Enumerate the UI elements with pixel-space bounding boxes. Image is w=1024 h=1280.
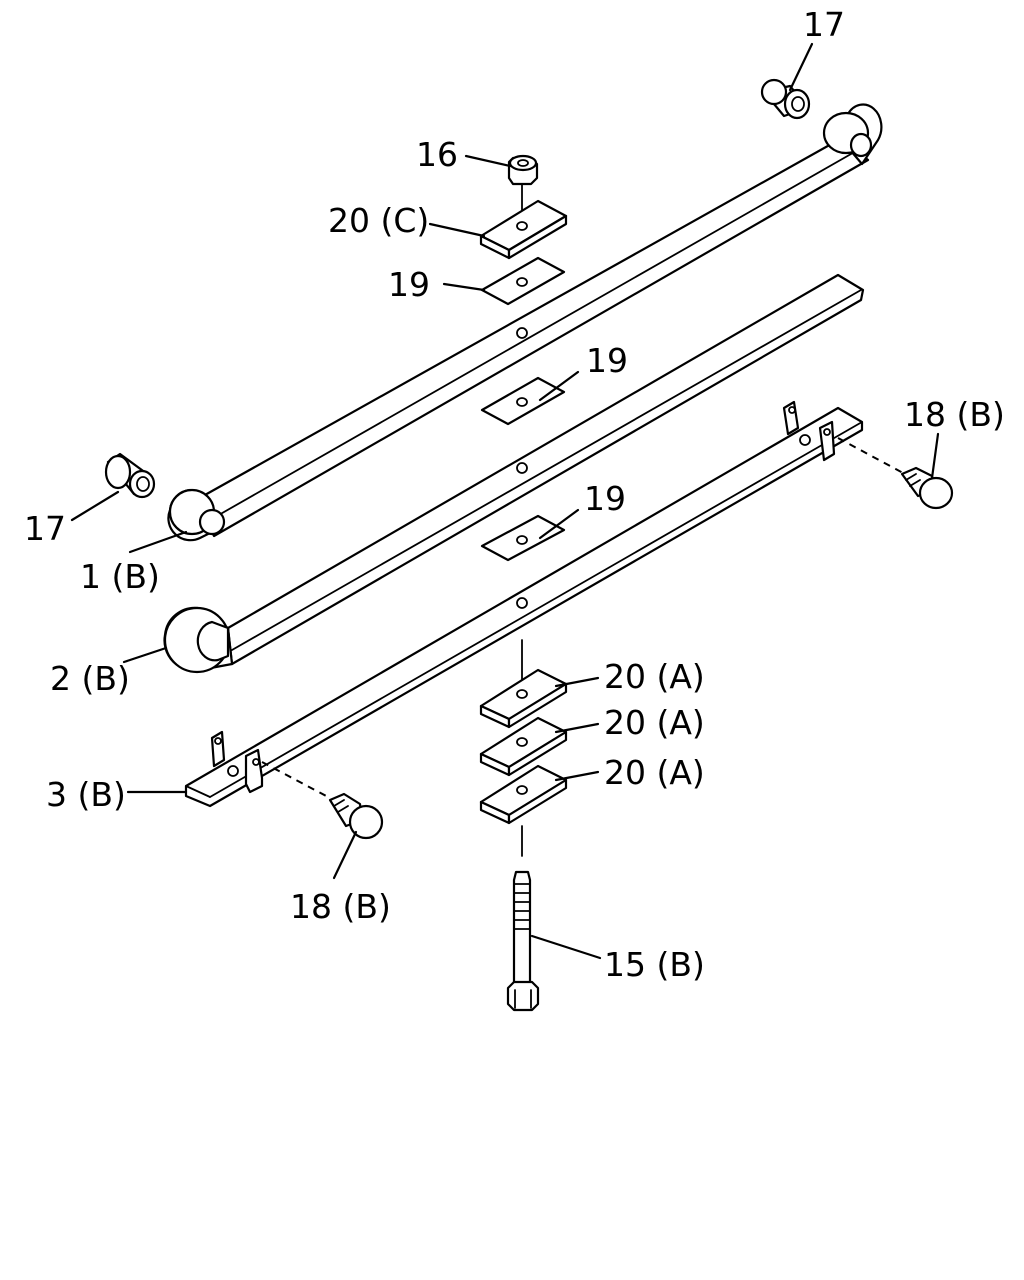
- callout-19-middle: 19: [586, 341, 628, 380]
- callout-3b: 3 (B): [46, 775, 126, 814]
- callout-20c: 20 (C): [328, 201, 429, 240]
- leaf-1-left-eye: [167, 488, 226, 542]
- callout-2b: 2 (B): [50, 659, 130, 698]
- callout-17-top: 17: [803, 5, 845, 44]
- plate-20c: [479, 199, 568, 260]
- bolt-18b-left: [261, 761, 384, 840]
- leaf-spring-2: [163, 273, 865, 674]
- leaf-spring-1: [167, 103, 883, 542]
- pad-19-lower: [480, 514, 566, 562]
- leader-lines: [70, 42, 940, 960]
- callout-20a-2: 20 (A): [604, 703, 705, 742]
- callout-18b-right: 18 (B): [904, 395, 1005, 434]
- leaf-3-right-clip: [782, 400, 836, 462]
- leaf-2-left-eye: [163, 606, 234, 674]
- callout-15b: 15 (B): [604, 945, 705, 984]
- callout-17-left: 17: [24, 509, 66, 548]
- callout-16: 16: [416, 135, 458, 174]
- pad-19-top: [480, 256, 566, 306]
- callout-20a-3: 20 (A): [604, 753, 705, 792]
- leaf-1-right-eye: [822, 103, 883, 166]
- pad-19-middle: [480, 376, 566, 426]
- callout-20a-1: 20 (A): [604, 657, 705, 696]
- plate-20a-1: [479, 668, 568, 729]
- center-bolt-15b: [506, 870, 540, 1012]
- plate-20a-3: [479, 764, 568, 825]
- nut-16: [507, 154, 539, 223]
- callout-1b: 1 (B): [80, 557, 160, 596]
- leaf-3-left-clip: [210, 730, 264, 794]
- leaf-spring-3: [184, 400, 864, 808]
- bolt-18b-right: [837, 437, 954, 510]
- plate-20a-2: [479, 716, 568, 777]
- callout-18b-left: 18 (B): [290, 887, 391, 926]
- callout-19-lower: 19: [584, 479, 626, 518]
- callout-19-top: 19: [388, 265, 430, 304]
- bushing-left: [104, 452, 156, 499]
- bushing-top: [760, 78, 811, 120]
